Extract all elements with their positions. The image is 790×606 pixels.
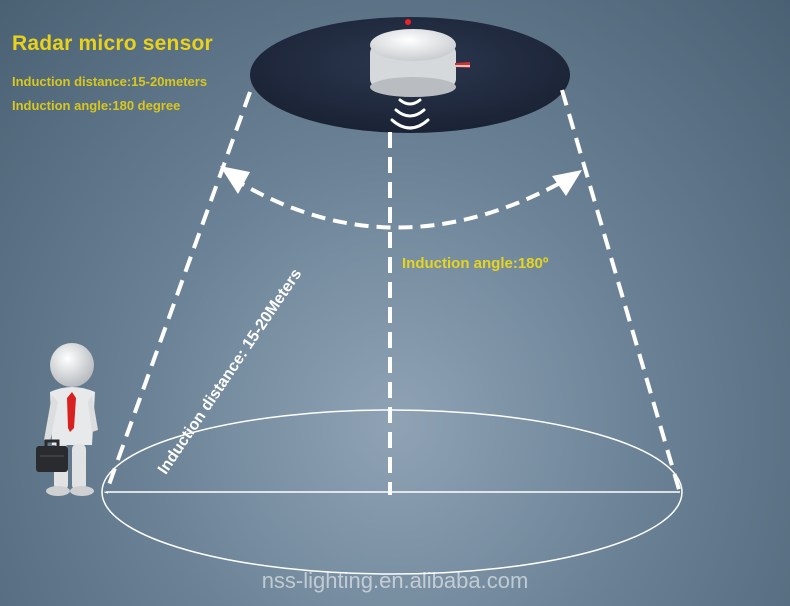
signal-waves-icon: [390, 98, 430, 130]
watermark: nss-lighting.en.alibaba.com: [261, 568, 529, 593]
radar-sensor-device: [370, 19, 470, 97]
detection-cone: [104, 89, 682, 495]
detection-area-floor: [101, 409, 683, 575]
angle-label: Induction angle:180º: [402, 255, 549, 272]
angle-arc: [220, 166, 582, 230]
page-title: Radar micro sensor: [12, 32, 213, 55]
arrow-right-icon: [552, 170, 582, 196]
spec-induction-distance: Induction distance:15-20meters: [12, 74, 208, 89]
briefcase-icon: [36, 439, 68, 472]
spec-induction-angle: Induction angle:180 degree: [12, 98, 181, 113]
person-figure: [36, 343, 98, 496]
arrow-left-icon: [220, 166, 250, 194]
